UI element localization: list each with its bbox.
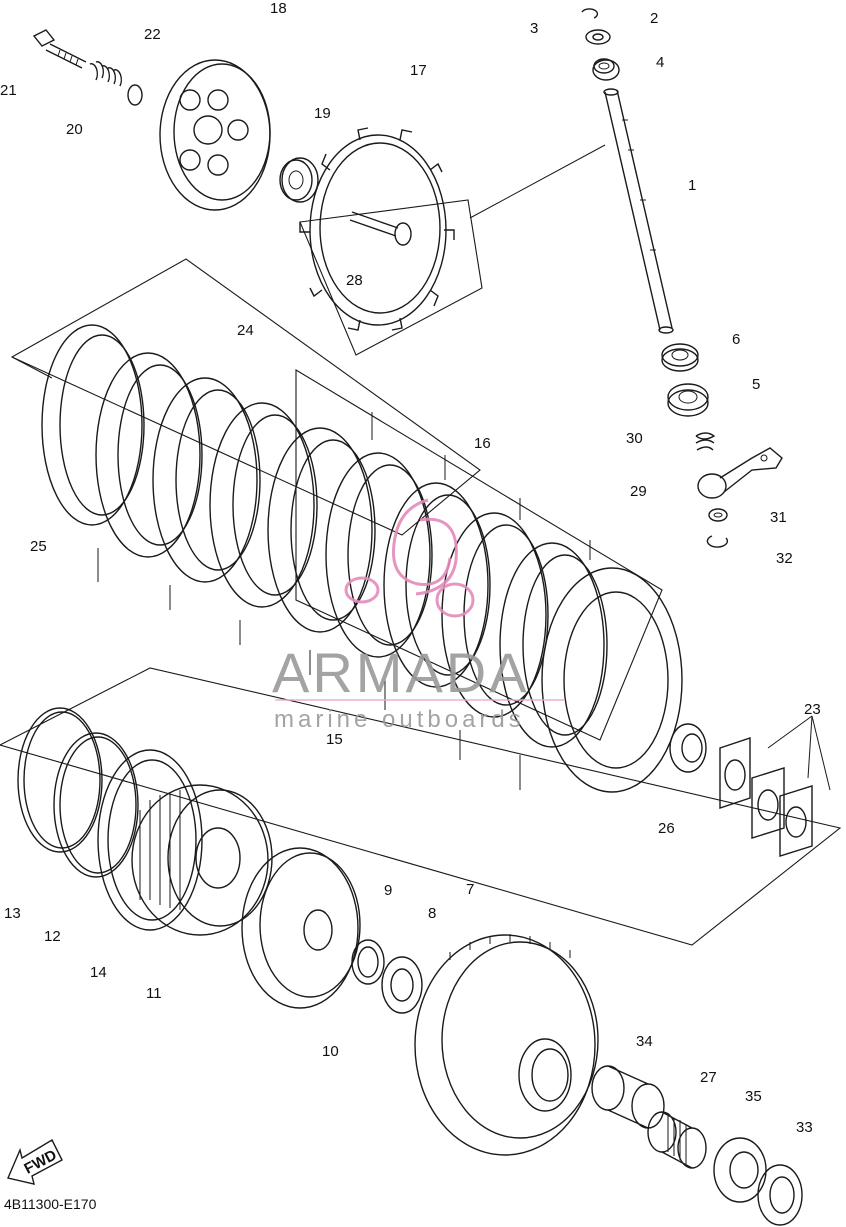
callout-6: 6 [732,331,740,348]
callout-23: 23 [804,701,821,718]
clutch-plate-stack [41,324,683,793]
callout-4: 4 [656,54,664,71]
ring-13 [17,707,103,853]
watermark: ARMADA marine outboards [272,498,565,733]
callout-8: 8 [428,905,436,922]
spring-30 [695,432,716,451]
clip-32 [706,535,729,548]
washer-22 [127,84,143,106]
washer-33 [757,1164,803,1226]
pressure-plate-frame [299,199,483,356]
pushrod-28 [349,211,412,246]
watermark-tagline: marine outboards [274,706,525,733]
callout-25: 25 [30,538,47,555]
callout-13: 13 [4,905,21,922]
watermark-brand: ARMADA [272,641,530,704]
spring-seats-23 [719,715,831,857]
callout-1: 1 [688,177,696,194]
damper-26 [669,723,707,773]
disc-group-frame [295,369,663,741]
bearing-5 [667,383,709,417]
callout-22: 22 [144,26,161,43]
pressure-plate-18 [159,59,271,211]
callout-19: 19 [314,105,331,122]
collar-34 [591,1065,665,1129]
ring-12 [53,732,139,878]
callout-12: 12 [44,928,61,945]
push-rod [469,88,674,334]
callout-16: 16 [474,435,491,452]
callout-14: 14 [90,964,107,981]
callout-21: 21 [0,82,17,99]
callout-30: 30 [626,430,643,447]
callout-5: 5 [752,376,760,393]
circlip-3 [581,8,599,19]
callout-20: 20 [66,121,83,138]
callout-15: 15 [326,731,343,748]
callout-27: 27 [700,1069,717,1086]
fwd-label: FWD [21,1147,59,1178]
callout-11: 11 [146,985,162,1002]
washer-9 [351,939,385,985]
callout-29: 29 [630,483,647,500]
callout-3: 3 [530,20,538,37]
callout-10: 10 [322,1043,339,1060]
callout-17: 17 [410,62,427,79]
callout-34: 34 [636,1033,653,1050]
callout-32: 32 [776,550,793,567]
callout-9: 9 [384,882,392,899]
spring-20 [89,61,122,87]
plate-14 [97,749,203,931]
callout-labels: 1234567891011121314151617181920212223242… [0,0,821,1136]
diagram-code: 4B11300-E170 [4,1196,97,1212]
needle-bearing-27 [647,1111,707,1169]
callout-7: 7 [466,881,474,898]
bolt-21 [32,29,87,69]
clutch-boss-11 [131,784,273,936]
fwd-arrow-icon: FWD [7,1139,63,1185]
lower-group-frame [0,667,842,946]
bearing-19 [279,157,319,203]
bearing-4 [592,58,620,81]
clutch-housing-7 [414,934,599,1156]
callout-35: 35 [745,1088,762,1105]
washer-2 [585,29,611,45]
plate-10 [241,847,361,1009]
callout-28: 28 [346,272,363,289]
lever-29 [697,447,783,499]
plate-stack-frame [10,258,481,536]
callout-18: 18 [270,0,287,17]
washer-31 [708,508,728,522]
watermark-logo-icon [344,498,475,618]
callout-24: 24 [237,322,254,339]
callout-26: 26 [658,820,675,837]
callout-33: 33 [796,1119,813,1136]
callout-2: 2 [650,10,658,27]
callout-31: 31 [770,509,787,526]
washer-8 [381,956,423,1014]
gear-35 [713,1137,767,1203]
bearing-6 [661,343,699,372]
friction-plate-17 [299,127,455,331]
